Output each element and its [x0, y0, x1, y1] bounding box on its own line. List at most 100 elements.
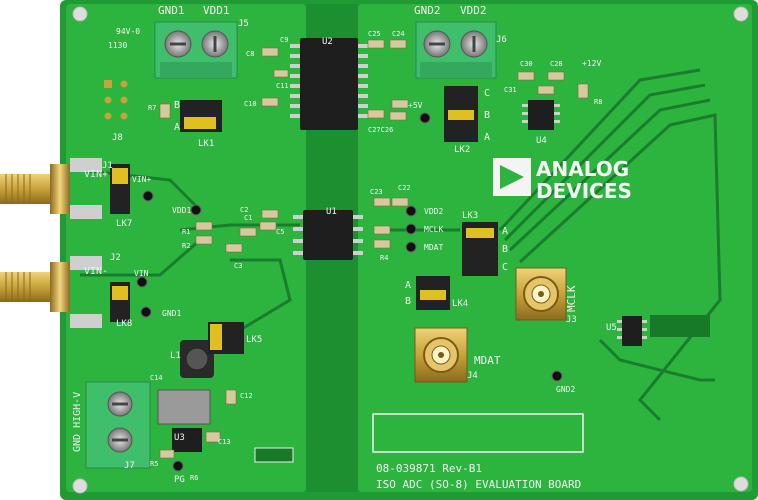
label-lk4-a: A — [405, 280, 411, 291]
ic-u5 — [617, 316, 647, 346]
label-c2: C2 — [240, 206, 248, 214]
label-c9: C9 — [280, 36, 288, 44]
label-c23: C23 — [370, 188, 383, 196]
label-lk3: LK3 — [462, 211, 478, 221]
label-u1: U1 — [326, 207, 337, 217]
label-lk7: LK7 — [116, 219, 132, 229]
label-r1: R1 — [182, 228, 190, 236]
label-vin-small: VIN — [134, 269, 149, 278]
label-c5: C5 — [276, 228, 284, 236]
label-vdd1: VDD1 — [203, 4, 230, 17]
label-lk1-a: A — [174, 122, 180, 133]
label-r7: R7 — [148, 104, 156, 112]
label-vdd2-small: VDD2 — [424, 207, 443, 216]
label-j7: J7 — [124, 461, 135, 471]
label-c30: C30 — [520, 60, 533, 68]
board-title: ISO ADC (SO-8) EVALUATION BOARD — [376, 478, 581, 491]
logo-line2: DEVICES — [536, 179, 632, 203]
label-c24: C24 — [392, 30, 405, 38]
left-ground-plane — [66, 4, 306, 492]
label-gnd2-small: GND2 — [556, 385, 575, 394]
inductor-l1 — [180, 340, 214, 378]
label-j3: J3 — [566, 315, 577, 325]
label-j8: J8 — [112, 133, 123, 143]
link-header-lk5[interactable] — [208, 322, 244, 354]
mounting-hole — [72, 478, 88, 494]
link-header-lk1[interactable] — [180, 100, 222, 132]
label-lk2: LK2 — [454, 145, 470, 155]
label-c31: C31 — [504, 86, 517, 94]
sma-connector-j1[interactable] — [0, 158, 102, 219]
label-lk2-c: C — [484, 88, 490, 99]
label-lk2-a: A — [484, 132, 490, 143]
label-c12: C12 — [240, 392, 253, 400]
sma-connector-j2[interactable] — [0, 256, 102, 328]
ic-u4 — [522, 100, 560, 130]
capacitor-c14 — [157, 389, 211, 425]
terminal-block-j6[interactable] — [415, 21, 497, 79]
label-gnd1: GND1 — [158, 4, 185, 17]
smb-connector-j4[interactable] — [414, 327, 468, 383]
link-header-lk4[interactable] — [416, 276, 450, 310]
label-vdd1-small: VDD1 — [172, 206, 191, 215]
analog-devices-logo — [493, 158, 531, 196]
label-lk8: LK8 — [116, 319, 132, 329]
label-vin-plus-small: VIN+ — [132, 175, 151, 184]
mounting-hole — [733, 476, 749, 492]
logo-line1: ANALOG — [536, 157, 629, 181]
label-c28: C28 — [550, 60, 563, 68]
label-c14: C14 — [150, 374, 163, 382]
ic-u2 — [290, 38, 368, 130]
label-gnd2: GND2 — [414, 4, 441, 17]
label-rating: 94V-0 — [116, 27, 140, 36]
label-c13: C13 — [218, 438, 231, 446]
label-pg: PG — [174, 475, 185, 485]
label-j6: J6 — [496, 35, 507, 45]
label-lk1: LK1 — [198, 139, 214, 149]
label-lk3-c: C — [502, 262, 508, 273]
label-u5: U5 — [606, 323, 617, 333]
label-c1: C1 — [244, 214, 252, 222]
link-header-lk3[interactable] — [462, 222, 498, 276]
label-r4: R4 — [380, 254, 388, 262]
label-vin-minus: VIN- — [84, 266, 108, 277]
ic-u3 — [172, 428, 202, 452]
label-c11: C11 — [276, 82, 289, 90]
label-u2: U2 — [322, 37, 333, 47]
label-r6: R6 — [190, 474, 198, 482]
label-r5: R5 — [150, 460, 158, 468]
label-c25: C25 — [368, 30, 381, 38]
label-vin-plus: VIN+ — [84, 169, 108, 180]
label-lk3-b: B — [502, 244, 508, 255]
label-lk4-b: B — [405, 296, 411, 307]
label-plus12v: +12V — [582, 59, 601, 68]
label-date-code: 1130 — [108, 41, 127, 50]
label-mdat: MDAT — [474, 354, 501, 367]
label-u3: U3 — [174, 433, 185, 443]
smb-connector-j3[interactable] — [515, 267, 567, 321]
label-gnd1-small: GND1 — [162, 309, 181, 318]
test-points[interactable] — [136, 112, 563, 472]
link-header-lk8[interactable] — [110, 282, 130, 322]
terminal-block-j5[interactable] — [154, 21, 238, 79]
label-mclk-small: MCLK — [424, 225, 443, 234]
label-vdd2: VDD2 — [460, 4, 487, 17]
mounting-hole — [733, 6, 749, 22]
label-plus5v: +5V — [408, 101, 423, 110]
label-lk3-a: A — [502, 226, 508, 237]
label-c22: C22 — [398, 184, 411, 192]
label-u4: U4 — [536, 136, 547, 146]
label-c10: C10 — [244, 100, 257, 108]
label-c26: C27C26 — [368, 126, 393, 134]
link-header-lk2[interactable] — [444, 86, 478, 142]
label-c3: C3 — [234, 262, 242, 270]
label-j1: J1 — [102, 161, 113, 171]
link-header-lk7[interactable] — [110, 164, 130, 214]
terminal-block-j7[interactable] — [85, 381, 151, 469]
header-j8 — [104, 80, 128, 120]
label-l1: L1 — [170, 351, 181, 361]
label-lk4: LK4 — [452, 299, 468, 309]
label-lk2-b: B — [484, 110, 490, 121]
